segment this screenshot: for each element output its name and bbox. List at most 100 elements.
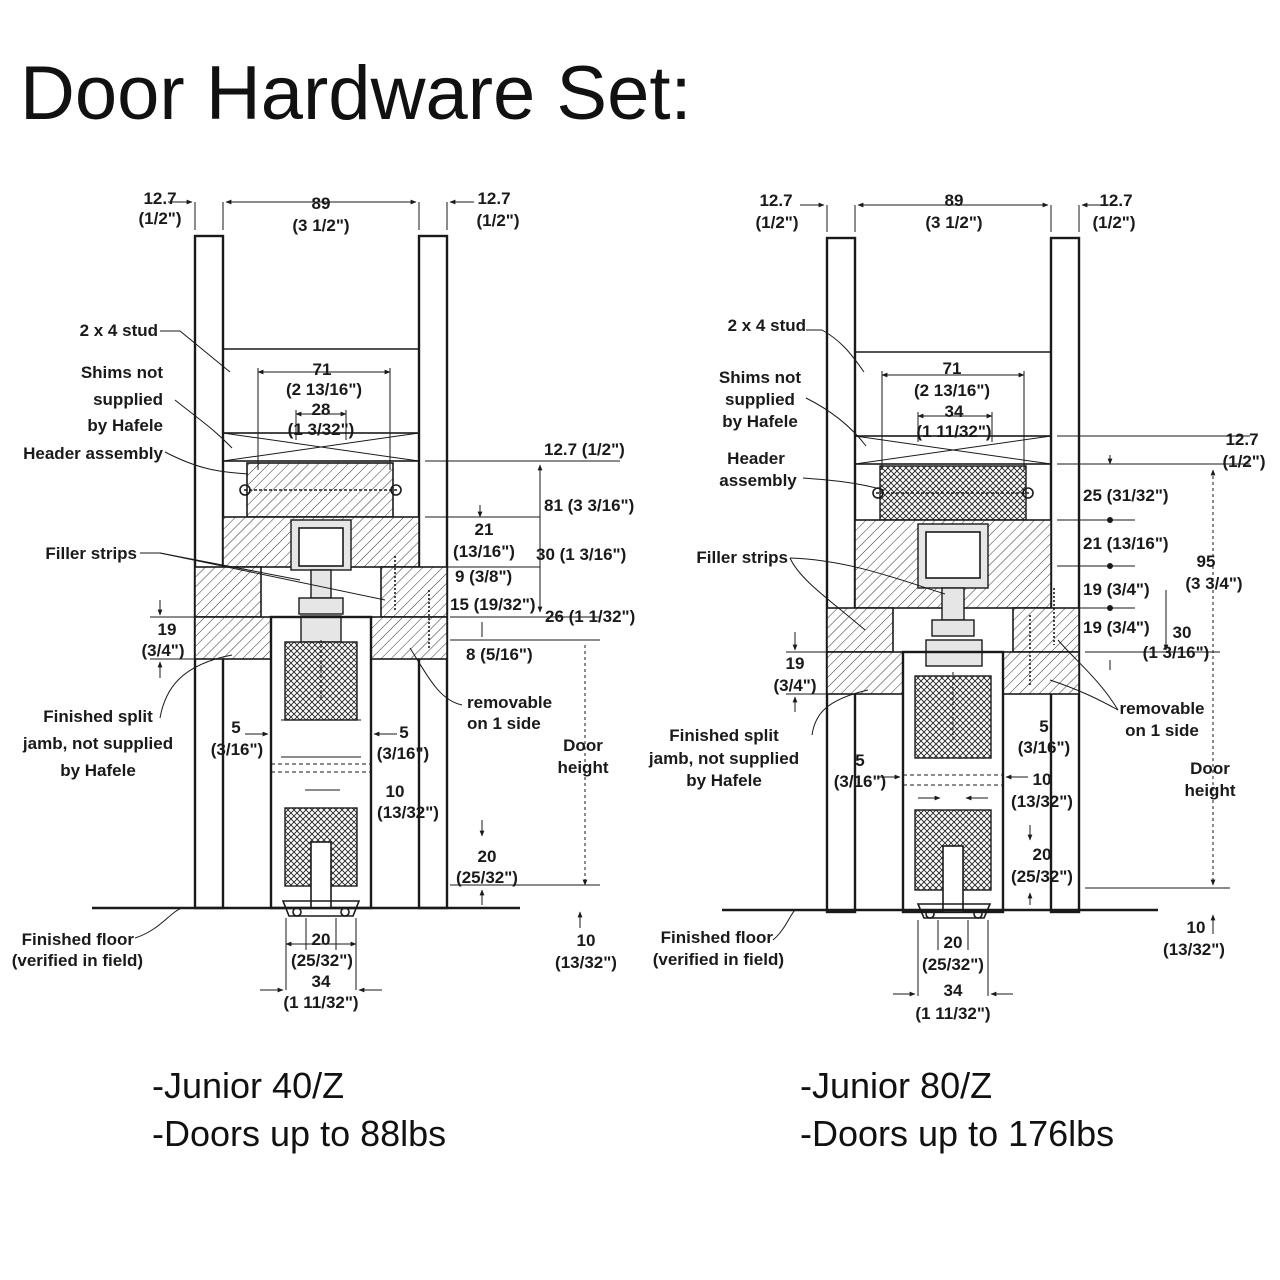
left-dim-stud-right: 12.7 — [477, 189, 510, 208]
left-label-door-2: height — [558, 758, 609, 777]
right-dim-95-in: (3 3/4") — [1185, 574, 1242, 593]
right-dim-71: 71 — [943, 359, 962, 378]
left-dim-21: 21 — [475, 520, 494, 539]
right-dim-5b-in: (3/16") — [1018, 738, 1070, 757]
right-label-floor-2: (verified in field) — [653, 950, 784, 969]
right-label-door-1: Door — [1190, 759, 1230, 778]
right-label-jamb-3: by Hafele — [686, 771, 762, 790]
left-labels: 12.7 (1/2") 89 (3 1/2") 12.7 (1/2") 2 x … — [12, 189, 636, 1012]
right-dim-10a: 10 — [1033, 770, 1052, 789]
left-caption-model: -Junior 40/Z — [152, 1065, 345, 1106]
left-dim-stud-left-in: (1/2") — [138, 209, 181, 228]
right-dim-95: 95 — [1197, 552, 1216, 571]
left-filler-right — [380, 566, 448, 618]
left-dim-81: 81 (3 3/16") — [544, 496, 634, 515]
left-label-floor-2: (verified in field) — [12, 951, 143, 970]
left-label-header: Header assembly — [23, 444, 163, 463]
left-label-door-1: Door — [563, 736, 603, 755]
left-label-jamb-2: jamb, not supplied — [22, 734, 173, 753]
right-stud-left — [825, 236, 857, 914]
right-dim-stud-right: 12.7 — [1099, 191, 1132, 210]
left-caption-weight: -Doors up to 88lbs — [152, 1113, 447, 1154]
right-label-jamb-2: jamb, not supplied — [648, 749, 799, 768]
right-dim-21: 21 (13/16") — [1083, 534, 1169, 553]
right-filler-left — [826, 607, 894, 653]
left-label-stud: 2 x 4 stud — [80, 321, 158, 340]
left-dim-10b-in: (13/32") — [555, 953, 617, 972]
right-dim-5a: 5 — [855, 751, 864, 770]
left-dim-20a: 20 — [478, 847, 497, 866]
right-dim-19a: 19 (3/4") — [1083, 580, 1150, 599]
left-label-removable-1: removable — [467, 693, 552, 712]
left-dim-15: 15 (19/32") — [450, 595, 536, 614]
left-dim-stud-right-in: (1/2") — [476, 211, 519, 230]
left-dim-71: 71 — [313, 360, 332, 379]
left-dim-9: 9 (3/8") — [455, 567, 512, 586]
left-dim-12-7: 12.7 (1/2") — [544, 440, 625, 459]
right-dim-12-7-in: (1/2") — [1222, 452, 1265, 471]
left-diagram — [92, 199, 620, 993]
left-dim-10a-in: (13/32") — [377, 803, 439, 822]
right-caption-model: -Junior 80/Z — [800, 1065, 993, 1106]
left-dim-10a: 10 — [386, 782, 405, 801]
right-caption-weight: -Doors up to 176lbs — [800, 1113, 1115, 1154]
right-label-header-1: Header — [727, 449, 785, 468]
left-jamb-right — [370, 616, 448, 660]
left-dim-30: 30 (1 3/16") — [536, 545, 626, 564]
right-dim-19b: 19 (3/4") — [1083, 618, 1150, 637]
left-dim-5b: 5 — [399, 723, 408, 742]
left-label-shims-3: by Hafele — [87, 416, 163, 435]
right-dim-10b-in: (13/32") — [1163, 940, 1225, 959]
left-label-floor-1: Finished floor — [22, 930, 135, 949]
right-dim-20a: 20 — [1033, 845, 1052, 864]
left-label-jamb-1: Finished split — [43, 707, 153, 726]
right-dim-5a-in: (3/16") — [834, 772, 886, 791]
right-diagram — [722, 202, 1250, 997]
right-dim-19: 19 — [786, 654, 805, 673]
right-label-removable-2: on 1 side — [1125, 721, 1199, 740]
left-jamb-left — [194, 616, 272, 660]
left-label-shims-1: Shims not — [81, 363, 164, 382]
right-dim-stud-left: 12.7 — [759, 191, 792, 210]
left-dim-20b-in: (25/32") — [291, 951, 353, 970]
right-dim-stud-right-in: (1/2") — [1092, 213, 1135, 232]
left-label-shims-2: supplied — [93, 390, 163, 409]
right-label-shims-2: supplied — [725, 390, 795, 409]
right-dim-width: 89 — [945, 191, 964, 210]
right-labels: 12.7 (1/2") 89 (3 1/2") 12.7 (1/2") 2 x … — [648, 191, 1266, 1023]
right-jamb-left — [826, 651, 904, 695]
left-dim-19-in: (3/4") — [141, 641, 184, 660]
right-dim-12-7: 12.7 — [1225, 430, 1258, 449]
right-filler-right — [1012, 607, 1080, 653]
right-dim-10a-in: (13/32") — [1011, 792, 1073, 811]
left-dim-34-in: (1 11/32") — [283, 993, 358, 1012]
left-label-filler: Filler strips — [45, 544, 137, 563]
left-dim-8: 8 (5/16") — [466, 645, 533, 664]
right-dim-20b: 20 — [944, 933, 963, 952]
left-filler-left — [194, 566, 262, 618]
left-dim-28-in: (1 3/32") — [288, 420, 355, 439]
right-label-header-2: assembly — [719, 471, 797, 490]
right-label-shims-1: Shims not — [719, 368, 802, 387]
right-dim-20a-in: (25/32") — [1011, 867, 1073, 886]
left-dim-5a-in: (3/16") — [211, 740, 263, 759]
left-label-removable-2: on 1 side — [467, 714, 541, 733]
right-dim-25: 25 (31/32") — [1083, 486, 1169, 505]
left-dim-10b: 10 — [577, 931, 596, 950]
right-dim-34: 34 — [944, 981, 963, 1000]
left-dim-5a: 5 — [231, 718, 240, 737]
right-label-jamb-1: Finished split — [669, 726, 779, 745]
left-dim-20a-in: (25/32") — [456, 868, 518, 887]
right-dim-19-in: (3/4") — [773, 676, 816, 695]
page-title: Door Hardware Set: — [20, 51, 692, 136]
right-label-removable-1: removable — [1119, 699, 1204, 718]
right-dim-71-in: (2 13/16") — [914, 381, 990, 400]
right-dim-stud-left-in: (1/2") — [755, 213, 798, 232]
right-dim-10b: 10 — [1187, 918, 1206, 937]
left-dim-21-in: (13/16") — [453, 542, 515, 561]
right-label-floor-1: Finished floor — [661, 928, 774, 947]
right-dim-34-top: 34 — [945, 402, 964, 421]
right-dim-34-top-in: (1 11/32") — [916, 422, 991, 441]
left-dim-26: 26 (1 1/32") — [545, 607, 635, 626]
